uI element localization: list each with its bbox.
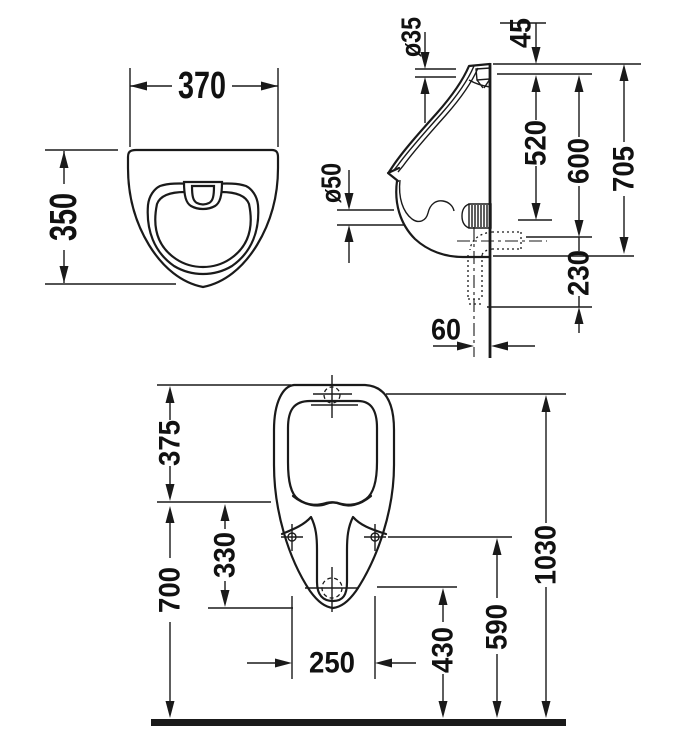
side-rim-lip bbox=[386, 166, 401, 183]
dim-inlet-to-pipe: 600 bbox=[563, 75, 596, 237]
dim-top-to-inlet: 45 bbox=[500, 18, 546, 92]
dim-label-rim-depth: 375 bbox=[154, 420, 187, 466]
dim-label-pipe-drop: 230 bbox=[563, 250, 596, 296]
side-outlet-spud bbox=[461, 203, 492, 229]
dim-outlet-diameter: ø50 bbox=[316, 163, 404, 263]
dim-front-rim-to-floor: 700 bbox=[154, 506, 187, 718]
dim-inlet-to-outlet: 520 bbox=[520, 92, 553, 220]
dim-holes-to-floor: 590 bbox=[388, 536, 514, 718]
dim-front-height: 350 bbox=[43, 149, 176, 285]
dim-label-pipe-to-wall: 60 bbox=[431, 314, 461, 347]
dim-label-inlet-to-outlet: 520 bbox=[520, 120, 553, 166]
dim-label-inlet-to-pipe: 600 bbox=[563, 138, 596, 184]
plan-view: 375 330 700 250 430 bbox=[154, 375, 566, 718]
dim-label-top-to-inlet: 45 bbox=[505, 18, 538, 48]
plan-outer-outline bbox=[272, 383, 396, 610]
side-view: ø35 45 520 600 705 bbox=[316, 17, 641, 358]
plan-fixing-hole-right bbox=[364, 524, 386, 551]
dim-label-front-rim-to-floor: 700 bbox=[154, 567, 187, 613]
plan-fixing-hole-left bbox=[281, 524, 303, 551]
dim-outlet-to-floor: 430 bbox=[377, 586, 460, 718]
dim-label-fixing-hole-spacing: 250 bbox=[309, 647, 355, 680]
dim-label-outlet-diameter: ø50 bbox=[316, 163, 347, 203]
dim-pipe-to-wall: 60 bbox=[431, 314, 535, 351]
dim-holes-to-front: 330 bbox=[208, 504, 293, 609]
dim-label-outlet-to-floor: 430 bbox=[427, 627, 460, 673]
front-waterline bbox=[154, 190, 252, 269]
dim-front-width: 370 bbox=[129, 65, 279, 147]
side-inlet-spud bbox=[468, 67, 491, 89]
dim-label-total-height: 705 bbox=[608, 146, 641, 192]
dim-label-front-height: 350 bbox=[43, 193, 85, 241]
plan-outlet-hole bbox=[305, 567, 359, 612]
plan-bowl-wave bbox=[291, 494, 373, 507]
dim-label-inlet-to-floor: 1030 bbox=[530, 525, 563, 585]
dim-label-front-width: 370 bbox=[178, 65, 226, 107]
front-outer-outline bbox=[126, 148, 280, 289]
front-drain-inner bbox=[190, 184, 216, 206]
side-shell-inner-2 bbox=[397, 67, 479, 173]
dim-fixing-hole-spacing: 250 bbox=[247, 596, 416, 680]
drain-pipe-horizontal bbox=[469, 231, 522, 256]
side-outer-profile bbox=[387, 62, 492, 174]
dim-label-holes-to-front: 330 bbox=[209, 532, 242, 578]
side-bowl-outer bbox=[395, 179, 492, 259]
front-view: 370 350 bbox=[43, 65, 280, 289]
plan-drain-channel bbox=[280, 515, 388, 603]
floor-line bbox=[151, 719, 566, 726]
dim-pipe-drop: 230 bbox=[563, 237, 596, 333]
dim-label-inlet-diameter: ø35 bbox=[396, 17, 427, 57]
side-bowl-inner bbox=[398, 179, 455, 223]
dim-label-holes-to-floor: 590 bbox=[481, 604, 514, 650]
plan-inlet-hole bbox=[313, 375, 352, 418]
dim-inlet-to-floor: 1030 bbox=[386, 393, 566, 718]
dim-rim-depth: 375 bbox=[154, 384, 291, 503]
drain-pipe-vertical bbox=[467, 255, 483, 305]
dim-total-height: 705 bbox=[608, 64, 641, 254]
side-shell-inner-1 bbox=[393, 65, 475, 171]
dim-inlet-diameter: ø35 bbox=[396, 17, 456, 123]
